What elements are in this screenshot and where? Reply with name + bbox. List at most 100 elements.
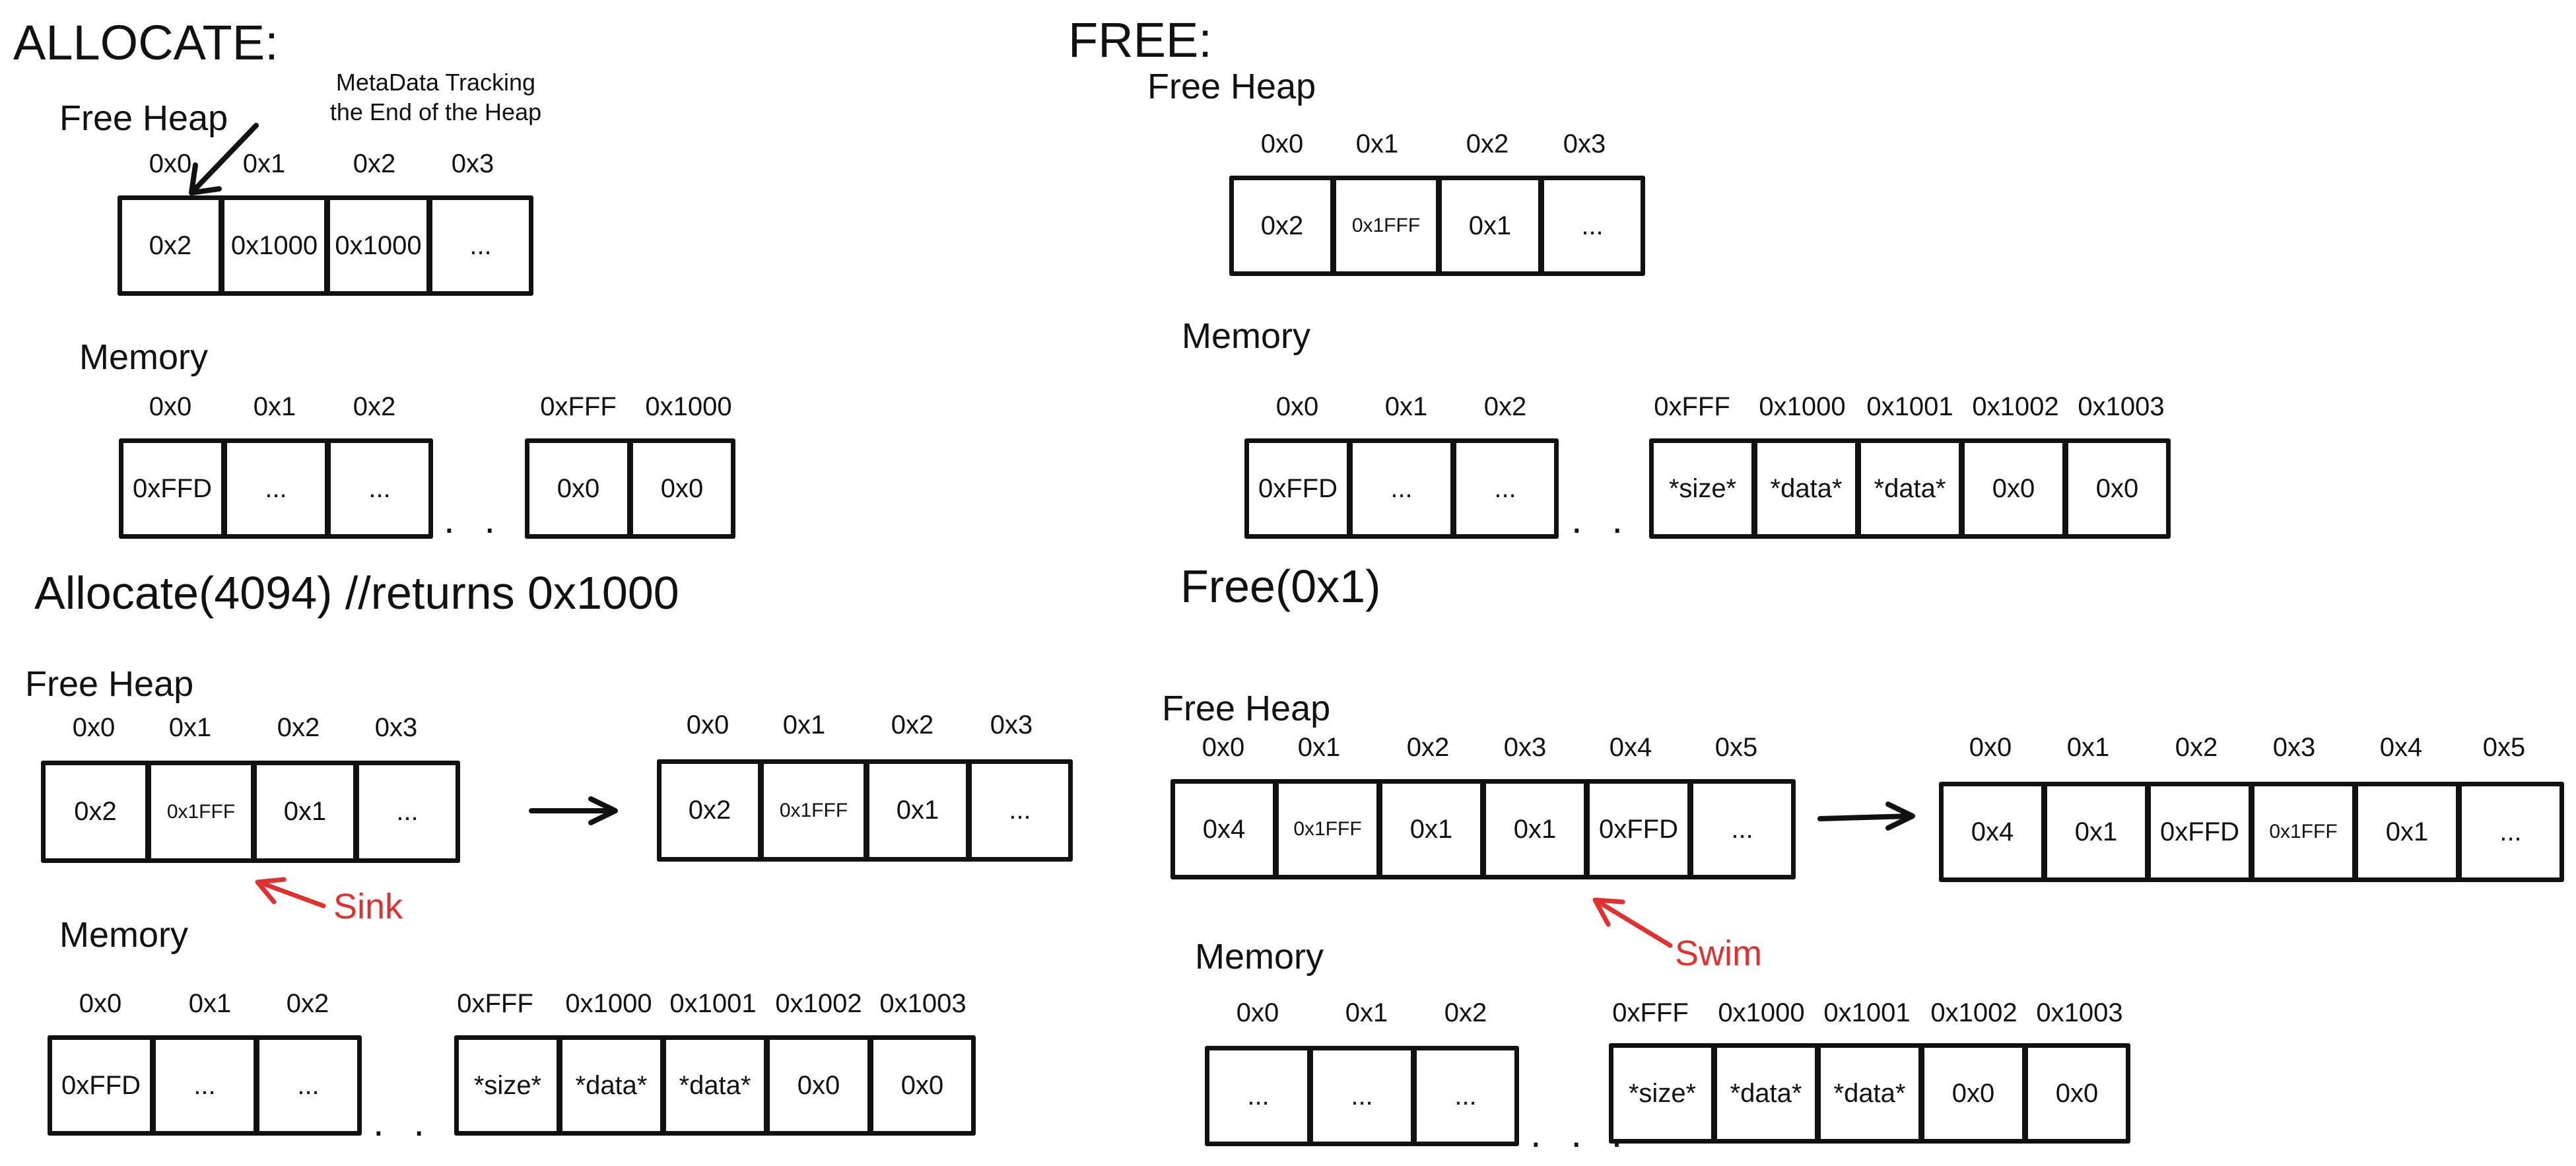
- memory-cell: 0x0: [2023, 1043, 2130, 1144]
- heap-address: 0x3: [2272, 733, 2316, 762]
- memory-cell: 0x0: [869, 1035, 976, 1136]
- heap-cell: ...: [967, 759, 1073, 862]
- heap-cell: 0x1: [2043, 782, 2150, 882]
- allocate-heading: ALLOCATE:: [13, 15, 279, 70]
- memory-address: 0x1001: [1866, 392, 1953, 421]
- memory-address: 0x1000: [1759, 392, 1846, 421]
- memory-cell: ...: [222, 438, 329, 539]
- memory-cell: 0x0: [525, 438, 632, 539]
- memory-address: 0x1: [1384, 392, 1428, 421]
- heap-cell: 0x1FFF: [147, 761, 255, 863]
- memory-address: 0x1003: [2078, 392, 2165, 421]
- memory-cell: ...: [255, 1035, 362, 1136]
- memory-address: 0x1003: [2036, 998, 2123, 1027]
- memory-cell: ...: [1412, 1046, 1519, 1146]
- memory-address: 0x1003: [879, 989, 966, 1018]
- memory-label: Memory: [79, 337, 209, 377]
- memory-address: 0x1: [253, 392, 296, 421]
- memory-address: 0x1001: [1823, 998, 1911, 1027]
- memory-address: 0x1002: [1930, 998, 2017, 1027]
- heap-address: 0x2: [353, 149, 396, 178]
- memory-cell: 0x0: [1960, 438, 2067, 539]
- heap-address: 0x0: [1260, 129, 1304, 158]
- memory-address: 0xFFF: [540, 392, 617, 421]
- free-operation: Free(0x1): [1180, 561, 1381, 612]
- free-heading: FREE:: [1068, 13, 1212, 67]
- heap-address: 0x3: [1503, 733, 1547, 762]
- heap-address: 0x1: [242, 149, 286, 178]
- heap-address: 0x0: [1969, 733, 2012, 762]
- heap-cell: ...: [2457, 782, 2564, 882]
- heap-address: 0x3: [374, 713, 418, 742]
- heap-address: 0x2: [2175, 733, 2218, 762]
- sink-label: Sink: [333, 887, 403, 926]
- memory-cell: *data*: [1753, 438, 1860, 539]
- memory-address: 0x0: [79, 989, 122, 1018]
- memory-cell: 0xFFD: [48, 1035, 154, 1136]
- memory-address: 0xFFF: [1654, 392, 1730, 421]
- heap-address: 0x0: [686, 710, 729, 739]
- heap-address: 0x3: [990, 710, 1033, 739]
- memory-address: 0x0: [149, 392, 192, 421]
- memory-cell: 0x0: [2064, 438, 2171, 539]
- heap-address: 0x2: [891, 710, 934, 739]
- memory-cell: ...: [1452, 438, 1559, 539]
- memory-address: 0x2: [286, 989, 329, 1018]
- memory-address: 0x1000: [645, 392, 732, 421]
- heap-address: 0x5: [1714, 733, 1758, 762]
- heap-address: 0x2: [1406, 733, 1450, 762]
- heap-address: 0x1: [168, 713, 212, 742]
- heap-address: 0x1: [1297, 733, 1341, 762]
- memory-cell: 0xFFD: [119, 438, 226, 539]
- memory-label: Memory: [59, 915, 189, 955]
- swim-label: Swim: [1675, 934, 1762, 973]
- memory-label: Memory: [1182, 316, 1311, 356]
- heap-cell: 0x1: [2354, 782, 2460, 882]
- memory-cell: *size*: [1609, 1043, 1716, 1144]
- memory-address: 0xFFF: [1612, 998, 1689, 1027]
- heap-cell: ...: [1689, 779, 1796, 879]
- memory-ellipsis: . . .: [444, 497, 545, 541]
- heap-cell: 0x2: [118, 195, 223, 296]
- memory-cell: *data*: [558, 1035, 665, 1136]
- heap-cell: 0x4: [1170, 779, 1277, 879]
- heap-address: 0x3: [451, 149, 494, 178]
- memory-cell: 0xFFD: [1244, 438, 1351, 539]
- memory-cell: ...: [326, 438, 433, 539]
- heap-address: 0x3: [1563, 129, 1606, 158]
- heap-cell: 0x2: [657, 759, 763, 862]
- memory-ellipsis: . . .: [1530, 1111, 1632, 1155]
- heap-address: 0x1: [1355, 129, 1399, 158]
- metadata-note-line1: MetaData Tracking: [335, 69, 536, 96]
- memory-cell: *data*: [1856, 438, 1963, 539]
- free-heap-label: Free Heap: [25, 664, 194, 704]
- memory-address: 0x1002: [775, 989, 862, 1018]
- heap-cell: 0x1FFF: [1274, 779, 1381, 879]
- heap-cell: 0x1FFF: [2250, 782, 2357, 882]
- heap-address: 0x4: [1609, 733, 1652, 762]
- heap-cell: 0xFFD: [2146, 782, 2253, 882]
- memory-cell: ...: [1348, 438, 1455, 539]
- memory-cell: 0x0: [628, 438, 735, 539]
- heap-address: 0x1: [782, 710, 826, 739]
- heap-cell: ...: [355, 761, 460, 863]
- memory-address: 0x1: [1345, 998, 1388, 1027]
- memory-address: 0x2: [1483, 392, 1527, 421]
- memory-address: 0x1002: [1972, 392, 2059, 421]
- memory-cell: *size*: [1649, 438, 1756, 539]
- heap-address: 0x0: [72, 713, 116, 742]
- heap-cell: 0x1000: [325, 195, 431, 296]
- heap-cell: 0x2: [1229, 176, 1335, 276]
- heap-cell: 0x1: [1437, 176, 1543, 276]
- memory-address: 0x1000: [1718, 998, 1805, 1027]
- memory-address: 0x0: [1275, 392, 1319, 421]
- heap-address: 0x0: [1202, 733, 1245, 762]
- memory-ellipsis: . . .: [1571, 497, 1673, 541]
- memory-address: 0x1001: [669, 989, 757, 1018]
- heap-address: 0x2: [1466, 129, 1509, 158]
